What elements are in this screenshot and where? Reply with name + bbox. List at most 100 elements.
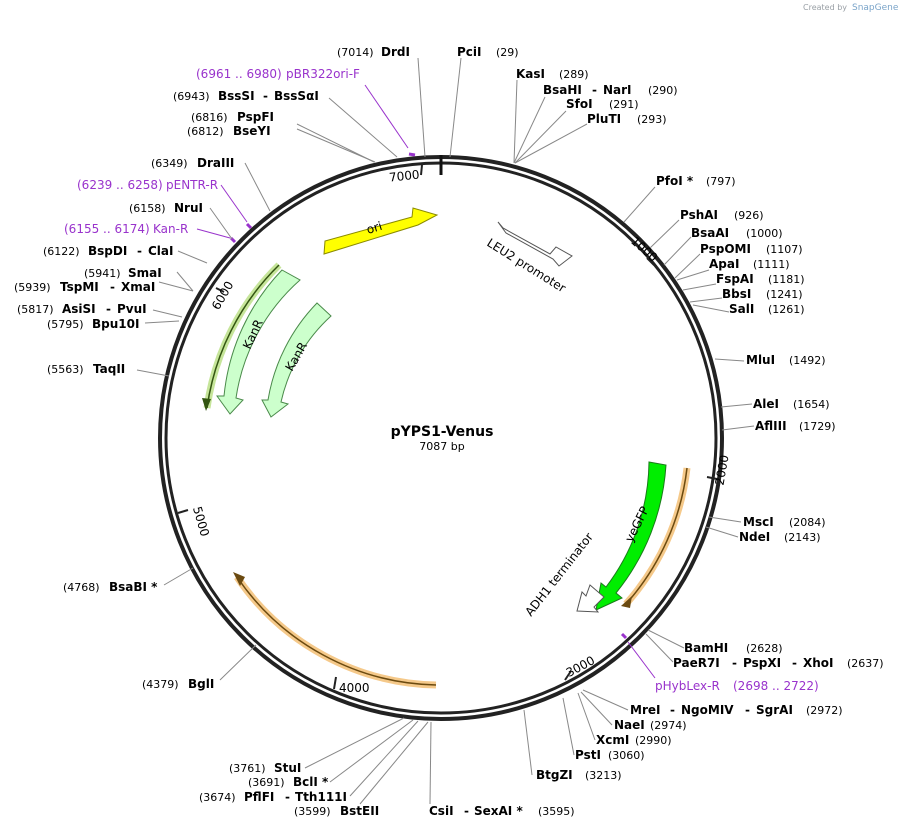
enzyme-name: XcmI	[596, 733, 629, 747]
enzyme-name: PciI	[457, 45, 482, 59]
enzyme-pos: (29)	[496, 46, 519, 59]
tick-label-4000: 4000	[339, 681, 370, 695]
enzyme-sep: -	[106, 302, 111, 316]
enzyme-name: PshAI	[680, 208, 718, 222]
enzyme-pos: (293)	[637, 113, 667, 126]
tick-label-7000: 7000	[388, 168, 420, 185]
enzyme-name: XhoI	[803, 656, 834, 670]
enzyme-name: PspXI	[743, 656, 781, 670]
tick-label-5000: 5000	[190, 505, 212, 538]
enzyme-name: PfoI *	[656, 174, 694, 188]
ori-feature[interactable]: ori	[323, 207, 439, 255]
primer-range: (6155 .. 6174)	[64, 222, 150, 236]
enzyme-labels: (7014) DrdI PciI (29) KasI (289) BsaHI -…	[337, 45, 884, 818]
enzyme-leader-lines	[136, 57, 755, 805]
plasmid-name: pYPS1-Venus	[391, 424, 494, 440]
enzyme-name: PvuI	[117, 302, 147, 316]
enzyme-pos: (2143)	[784, 531, 821, 544]
enzyme-pos: (291)	[609, 98, 639, 111]
enzyme-name: PflFI	[244, 790, 274, 804]
enzyme-name: BstEII	[340, 804, 379, 818]
enzyme-name: PspOMI	[700, 242, 751, 256]
enzyme-name: AsiSI	[62, 302, 96, 316]
enzyme-pos: (4768)	[63, 581, 100, 594]
enzyme-pos: (3674)	[199, 791, 236, 804]
enzyme-pos: (5941)	[84, 267, 121, 280]
primer-range: (6239 .. 6258)	[77, 178, 163, 192]
enzyme-name: NdeI	[739, 530, 770, 544]
enzyme-pos: (3599)	[294, 805, 331, 818]
enzyme-pos: (3761)	[229, 762, 266, 775]
enzyme-sep: -	[110, 280, 115, 294]
enzyme-pos: (290)	[648, 84, 678, 97]
enzyme-name: BsaHI	[543, 83, 582, 97]
enzyme-pos: (1181)	[768, 273, 805, 286]
enzyme-name: MreI	[630, 703, 660, 717]
enzyme-pos: (1107)	[766, 243, 803, 256]
enzyme-pos: (5817)	[17, 303, 54, 316]
primer-name: pHybLex-R	[655, 679, 720, 693]
enzyme-pos: (3213)	[585, 769, 622, 782]
enzyme-name: BbsI	[722, 287, 751, 301]
enzyme-pos: (926)	[734, 209, 764, 222]
enzyme-pos: (5939)	[14, 281, 51, 294]
enzyme-pos: (2972)	[806, 704, 843, 717]
kanr-feature-inner[interactable]: KanR	[261, 302, 332, 418]
enzyme-name: AleI	[753, 397, 779, 411]
enzyme-name: PluTI	[587, 112, 621, 126]
tick-label-1000: 1000	[628, 234, 660, 265]
enzyme-sep: -	[137, 244, 142, 258]
enzyme-pos: (6122)	[43, 245, 80, 258]
enzyme-pos: (6158)	[129, 202, 166, 215]
snapgene-logo: SnapGene	[852, 3, 899, 13]
enzyme-name: TaqII	[93, 362, 125, 376]
credit-prefix: Created by	[803, 3, 847, 12]
enzyme-name: MscI	[743, 515, 774, 529]
enzyme-pos: (3691)	[248, 776, 285, 789]
adh1-terminator-feature[interactable]: ADH1 terminator	[522, 530, 605, 619]
enzyme-name: BsaAI	[691, 226, 729, 240]
enzyme-name: NarI	[603, 83, 632, 97]
enzyme-pos: (797)	[706, 175, 736, 188]
enzyme-name: DrdI	[381, 45, 410, 59]
enzyme-name: BssSI	[218, 89, 255, 103]
enzyme-pos: (1729)	[799, 420, 836, 433]
primer-name: Kan-R	[153, 222, 188, 236]
enzyme-name: BspDI	[88, 244, 127, 258]
enzyme-pos: (4379)	[142, 678, 179, 691]
enzyme-name: TspMI	[60, 280, 99, 294]
enzyme-pos: (1261)	[768, 303, 805, 316]
enzyme-pos: (5795)	[47, 318, 84, 331]
enzyme-name: BseYI	[233, 124, 271, 138]
enzyme-name: BssSαI	[274, 89, 319, 103]
tick-label-2000: 2000	[713, 454, 732, 487]
enzyme-sep: -	[792, 656, 797, 670]
enzyme-pos: (3060)	[608, 749, 645, 762]
enzyme-pos: (7014)	[337, 46, 374, 59]
leu2-promoter-feature[interactable]: LEU2 promoter	[484, 221, 573, 295]
enzyme-name: Bpu10I	[92, 317, 139, 331]
feature-label-ori: ori	[365, 219, 384, 237]
enzyme-name: BamHI	[684, 641, 728, 655]
primer-range: (2698 .. 2722)	[733, 679, 819, 693]
enzyme-sep: -	[263, 89, 268, 103]
enzyme-name: ApaI	[709, 257, 739, 271]
enzyme-name: KasI	[516, 67, 545, 81]
enzyme-name: AflIII	[755, 419, 787, 433]
enzyme-name: PspFI	[237, 110, 274, 124]
enzyme-pos: (2628)	[746, 642, 783, 655]
enzyme-name: NruI	[174, 201, 203, 215]
enzyme-name: PaeR7I	[673, 656, 720, 670]
enzyme-pos: (2637)	[847, 657, 884, 670]
enzyme-sep: -	[464, 804, 469, 818]
enzyme-name: BtgZI	[536, 768, 573, 782]
enzyme-name: SfoI	[566, 97, 593, 111]
enzyme-name: SexAI *	[474, 804, 523, 818]
yegfp-feature[interactable]: yeGFP	[595, 461, 667, 611]
plasmid-size: 7087 bp	[419, 440, 464, 453]
enzyme-sep: -	[732, 656, 737, 670]
enzyme-name: CsiI	[429, 804, 454, 818]
primer-range: (6961 .. 6980)	[196, 67, 282, 81]
primer-labels: (6961 .. 6980) pBR322ori-F (6239 .. 6258…	[64, 67, 819, 693]
